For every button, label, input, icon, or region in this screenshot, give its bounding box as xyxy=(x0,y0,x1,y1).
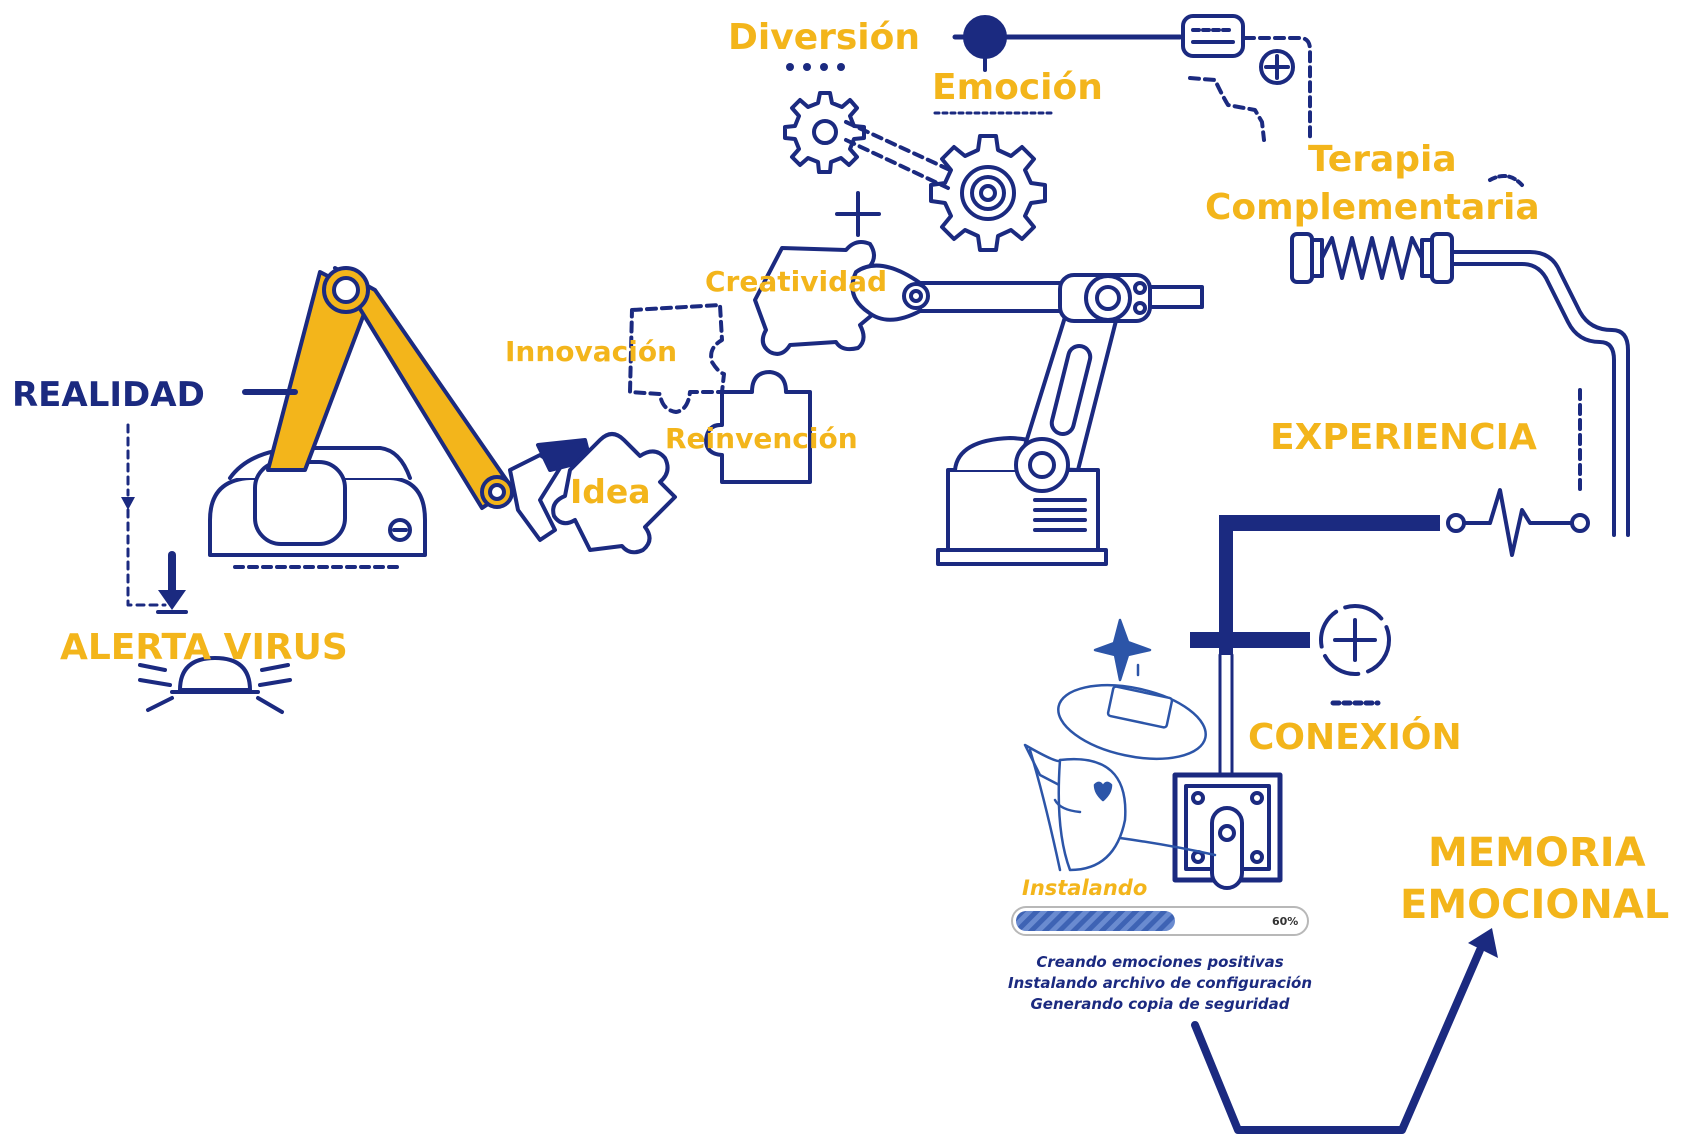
left-robot-arm xyxy=(208,266,592,569)
connection-frame xyxy=(1190,515,1440,655)
install-progress-bar xyxy=(1011,906,1309,936)
install-status-line: Creando emociones positivas xyxy=(1036,953,1284,971)
label-emocion: Emoción xyxy=(932,67,1103,108)
label-innovacion: Innovación xyxy=(505,335,678,368)
install-progress-percent: 60% xyxy=(1272,915,1299,928)
label-diversion: Diversión xyxy=(728,17,920,58)
label-emocional: EMOCIONAL xyxy=(1400,882,1670,928)
alarm-light-icon xyxy=(138,656,292,714)
emotion-connector xyxy=(933,15,1183,115)
capsule-icon xyxy=(1181,14,1245,58)
switch-box-icon xyxy=(1172,653,1283,890)
install-status-line: Instalando archivo de configuración xyxy=(1008,974,1312,992)
plus-circle-dashed-icon xyxy=(1319,604,1391,676)
label-alerta-virus: ALERTA VIRUS xyxy=(60,627,348,668)
install-status-list: Creando emociones positivas Instalando a… xyxy=(960,952,1360,1015)
install-title: Instalando xyxy=(1022,876,1148,900)
down-arrow-icon xyxy=(156,551,188,614)
label-idea: Idea xyxy=(570,472,651,511)
label-experiencia: EXPERIENCIA xyxy=(1270,417,1537,458)
label-complementaria: Complementaria xyxy=(1205,187,1540,228)
idea-puzzle-icon xyxy=(551,432,677,555)
plus-icon xyxy=(835,191,881,237)
install-status-line: Generando copia de seguridad xyxy=(1030,995,1290,1013)
plus-circle-icon xyxy=(1259,49,1295,85)
mascot-robot-icon xyxy=(1023,618,1217,872)
label-memoria: MEMORIA xyxy=(1428,830,1646,876)
reinvencion-puzzle-icon xyxy=(704,370,812,484)
spring-icon xyxy=(1290,232,1454,284)
dots-icon xyxy=(786,63,845,71)
label-terapia: Terapia xyxy=(1308,139,1457,180)
heartbeat-icon xyxy=(1446,488,1590,557)
right-robot-arm xyxy=(850,263,1204,566)
memory-arrow xyxy=(1191,928,1498,1134)
label-conexion: CONEXIÓN xyxy=(1248,717,1462,758)
label-reinvencion: Reinvención xyxy=(665,422,858,455)
label-creatividad: Creatividad xyxy=(705,265,888,298)
install-progress-fill xyxy=(1016,911,1175,931)
large-gear-icon xyxy=(929,134,1047,252)
small-gear-icon xyxy=(783,91,866,174)
label-realidad: REALIDAD xyxy=(12,375,205,415)
